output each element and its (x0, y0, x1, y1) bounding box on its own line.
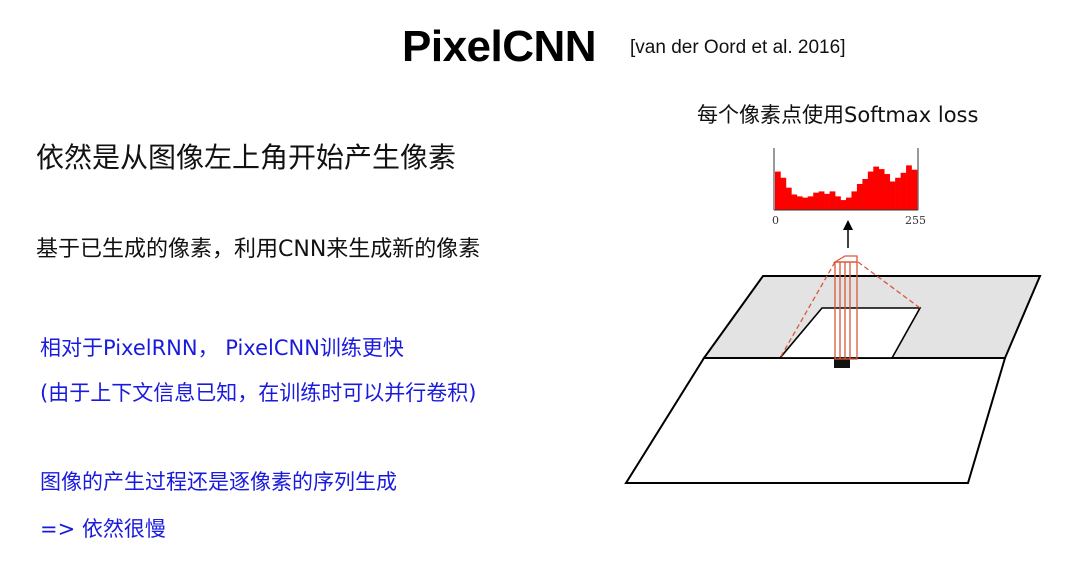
histogram-bar (780, 177, 787, 210)
histogram-bar (911, 169, 918, 210)
histogram-bar (867, 171, 874, 210)
histogram-bar (818, 191, 825, 210)
slide-title: PixelCNN (402, 22, 597, 71)
pixelcnn-diagram (624, 220, 1042, 484)
still-slow-text: => 依然很慢 (40, 517, 166, 541)
histogram-min-label: 0 (772, 214, 779, 227)
cnn-description-text: 基于已生成的像素，利用CNN来生成新的像素 (36, 237, 481, 262)
histogram-bar (889, 181, 896, 210)
speed-comparison-text: 相对于PixelRNN， PixelCNN训练更快 (40, 336, 404, 360)
histogram-bar (862, 179, 869, 210)
histogram-bar (906, 165, 912, 210)
sequential-generation-text: 图像的产生过程还是逐像素的序列生成 (40, 470, 397, 494)
histogram-bar (900, 172, 907, 210)
histogram-bar (851, 191, 858, 210)
histogram-bar (873, 166, 880, 210)
softmax-histogram: 0 255 (772, 148, 926, 227)
histogram-bar (791, 194, 798, 210)
histogram-max-label: 255 (905, 214, 926, 227)
histogram-bar (878, 169, 885, 210)
histogram-bar (802, 197, 809, 210)
softmax-caption: 每个像素点使用Softmax loss (697, 103, 979, 127)
histogram-bar (884, 174, 890, 210)
histogram-bar (775, 171, 781, 210)
histogram-bar (807, 196, 814, 210)
histogram-bar (824, 193, 830, 210)
histogram-bar (840, 200, 847, 210)
histogram-bars (775, 165, 918, 210)
parallel-conv-note: (由于上下文信息已知，在训练时可以并行卷积) (40, 381, 477, 405)
histogram-bar (785, 187, 792, 210)
histogram-bar (813, 192, 819, 210)
histogram-bar (796, 196, 803, 210)
histogram-bar (829, 191, 836, 210)
main-point-text: 依然是从图像左上角开始产生像素 (36, 141, 457, 174)
receptive-field-lines (779, 255, 921, 360)
histogram-bar (835, 196, 841, 210)
citation: [van der Oord et al. 2016] (630, 37, 846, 58)
arrow-head (843, 220, 853, 230)
current-pixel (834, 358, 850, 368)
histogram-bar (895, 177, 901, 210)
image-plane (624, 357, 1007, 484)
histogram-bar (856, 183, 863, 210)
histogram-bar (846, 197, 852, 210)
